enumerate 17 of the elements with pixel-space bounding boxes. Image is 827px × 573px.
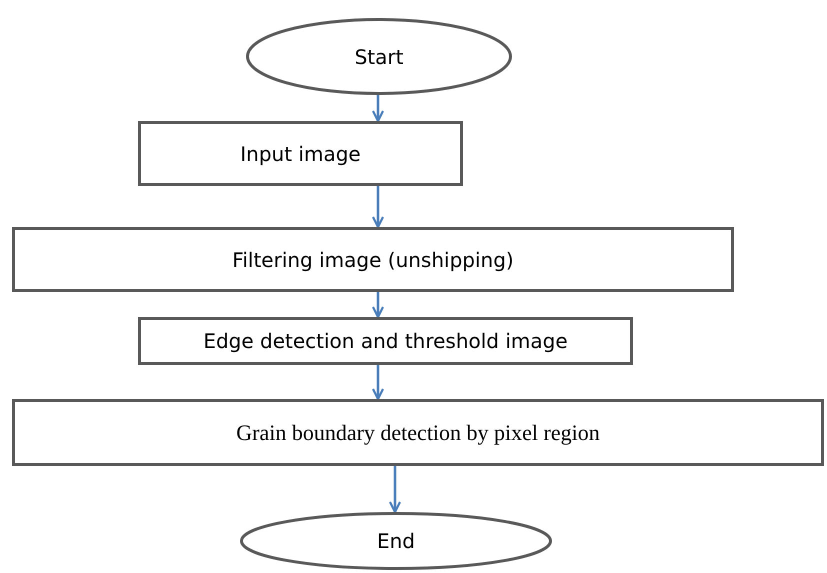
node-label: End — [376, 529, 415, 553]
process-box — [12, 399, 824, 466]
arrow — [388, 466, 402, 514]
arrow — [372, 186, 384, 228]
arrow — [372, 292, 384, 318]
node-label: Filtering image (unshipping) — [232, 248, 514, 272]
node-label: Edge detection and threshold image — [203, 329, 568, 353]
arrow — [372, 95, 384, 122]
process-box — [12, 227, 734, 292]
node-label: Input image — [240, 142, 361, 166]
node-label: Grain boundary detection by pixel region — [236, 420, 600, 446]
process-box — [138, 121, 463, 186]
terminal-ellipse — [240, 512, 552, 570]
node-label: Start — [354, 44, 404, 68]
terminal-ellipse — [246, 18, 512, 95]
arrow — [372, 365, 384, 400]
process-box — [138, 317, 633, 365]
